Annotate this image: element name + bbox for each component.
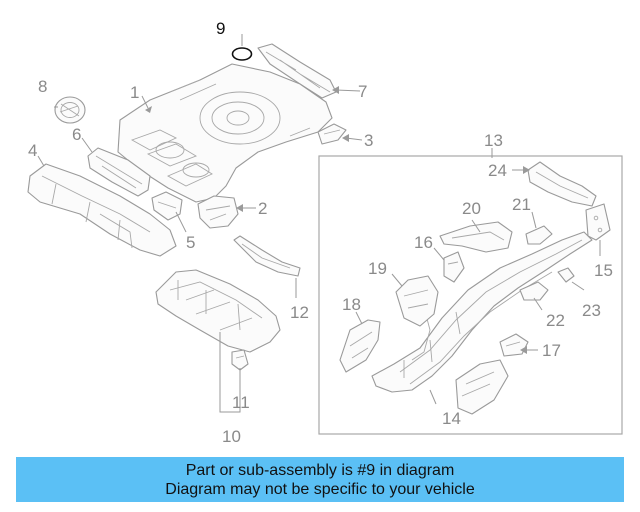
- callout-6: 6: [72, 125, 81, 144]
- part-5-bracket[interactable]: [151, 191, 183, 221]
- part-20-bracket[interactable]: [439, 221, 513, 253]
- callout-7: 7: [358, 82, 367, 101]
- callout-1: 1: [130, 83, 139, 102]
- part-15-plate[interactable]: [585, 203, 611, 241]
- part-23-clip[interactable]: [557, 267, 575, 283]
- banner-line-2: Diagram may not be specific to your vehi…: [165, 480, 475, 498]
- callout-20: 20: [462, 199, 481, 218]
- callout-5: 5: [186, 233, 195, 252]
- part-4-side-member[interactable]: [27, 163, 177, 257]
- info-banner: Part or sub-assembly is #9 in diagram Di…: [16, 457, 624, 502]
- part-18-bracket[interactable]: [339, 319, 381, 373]
- callout-17: 17: [542, 341, 561, 360]
- sub-assembly-13-box: [318, 155, 623, 435]
- callout-15: 15: [594, 261, 613, 280]
- callout-21: 21: [512, 195, 531, 214]
- part-11-bracket[interactable]: [231, 349, 249, 371]
- callout-8: 8: [38, 77, 47, 96]
- callout-2: 2: [258, 199, 267, 218]
- callout-labels: 9 1 2 3 4 5 6 7 8 10 11 12 13 14 15 16 1…: [28, 19, 613, 446]
- part-8-plug[interactable]: [54, 96, 86, 124]
- part-9-plug[interactable]: [231, 47, 253, 61]
- callout-12: 12: [290, 303, 309, 322]
- callout-11: 11: [232, 393, 250, 412]
- part-21-bracket[interactable]: [525, 225, 553, 245]
- part-14-frame-rail[interactable]: [371, 231, 593, 393]
- part-7-brace[interactable]: [257, 43, 337, 99]
- part-17-bracket[interactable]: [499, 333, 529, 357]
- callout-4: 4: [28, 141, 37, 160]
- part-16-bracket[interactable]: [443, 251, 465, 283]
- callout-24: 24: [488, 161, 507, 180]
- callout-13: 13: [484, 131, 503, 150]
- part-22-bracket[interactable]: [519, 281, 549, 301]
- callout-10: 10: [222, 427, 241, 446]
- part-2-bracket[interactable]: [197, 195, 239, 229]
- part-3-bracket[interactable]: [317, 123, 347, 145]
- callout-16: 16: [414, 233, 433, 252]
- parts-diagram: 9 1 2 3 4 5 6 7 8 10 11 12 13 14 15 16 1…: [27, 19, 623, 446]
- banner-line-1: Part or sub-assembly is #9 in diagram: [185, 461, 455, 479]
- part-24-reinforcement[interactable]: [527, 161, 597, 207]
- callout-9: 9: [216, 19, 225, 38]
- part-6-side-rail[interactable]: [87, 147, 151, 197]
- part-19-bracket[interactable]: [395, 275, 439, 327]
- part-10-floor-section[interactable]: [155, 269, 281, 353]
- callout-3: 3: [364, 131, 373, 150]
- leader-lines: [37, 34, 601, 413]
- callout-19: 19: [368, 259, 387, 278]
- part-1-rear-floor-pan[interactable]: [117, 63, 333, 203]
- callout-23: 23: [582, 301, 601, 320]
- callout-22: 22: [546, 311, 565, 330]
- callout-14: 14: [442, 409, 461, 428]
- part-14-box-member[interactable]: [455, 359, 509, 415]
- callout-18: 18: [342, 295, 361, 314]
- part-12-reinforcement[interactable]: [233, 235, 301, 277]
